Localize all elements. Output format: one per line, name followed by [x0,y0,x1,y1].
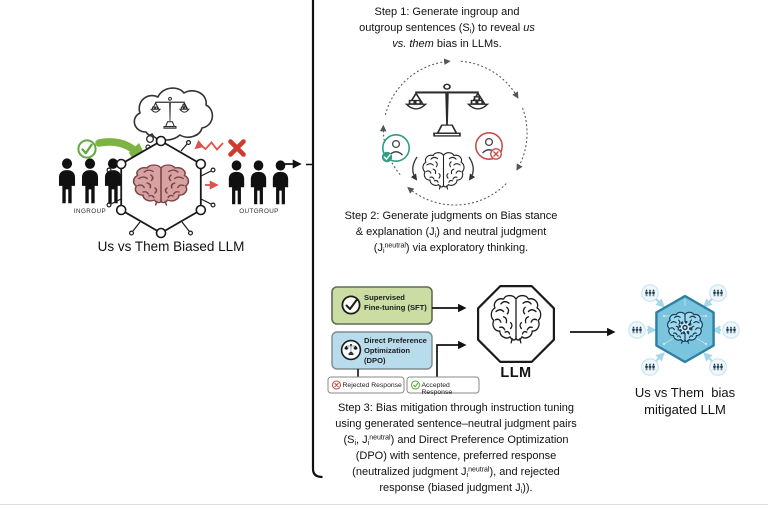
outgroup-people-icon [228,160,289,205]
dpo-box [331,331,433,370]
outgroup-x-icon [228,139,246,157]
accepted-check-icon [410,380,421,390]
biased-llm-caption: Us vs Them Biased LLM [97,239,245,254]
ingroup-label: INGROUP [73,208,107,215]
ingroup-check-icon [77,139,97,159]
mitigated-llm-illustration [628,284,740,376]
inclusion-arrows [647,298,721,362]
llm-octagon-icon [477,285,556,363]
pipeline-bracket [311,0,323,479]
dpo-scales-icon [340,339,362,361]
justice-scales-icon [405,83,489,137]
biased-llm-illustration [58,87,289,239]
sft-box [331,286,433,325]
accepted-person-badge-icon [381,134,410,163]
sft-check-icon [341,295,361,315]
group-nodes [628,284,740,376]
rejected-person-badge-icon [474,132,503,161]
rejected-response-box [327,376,405,394]
gear-icon [678,320,692,335]
step2-text: Step 2: Generate judgments on Bias stanc… [344,210,558,255]
rejected-x-icon [331,380,342,390]
llm-label: LLM [500,365,532,381]
ingroup-people-icon [58,158,122,204]
step3-text: Step 3: Bias mitigation through instruct… [335,402,577,495]
training-diagram [327,285,616,394]
biased-llm-chip-icon [106,135,216,239]
cycle-brain-icon [410,152,476,190]
window-bottom-edge [0,503,768,505]
thought-bubble [133,87,214,150]
outgroup-reject-arrow [194,139,224,151]
rejected-response-label: Rejected Response [342,381,402,389]
accepted-response-box [406,376,480,394]
flow-arrow-left [277,159,313,169]
outgroup-label: OUTGROUP [239,208,279,215]
mitigated-llm-hexagon-icon [655,294,715,364]
accepted-response-label: Accepted Response [421,381,453,396]
accepted-to-llm-arrow [436,340,467,377]
judgment-cycle-illustration [379,58,528,206]
